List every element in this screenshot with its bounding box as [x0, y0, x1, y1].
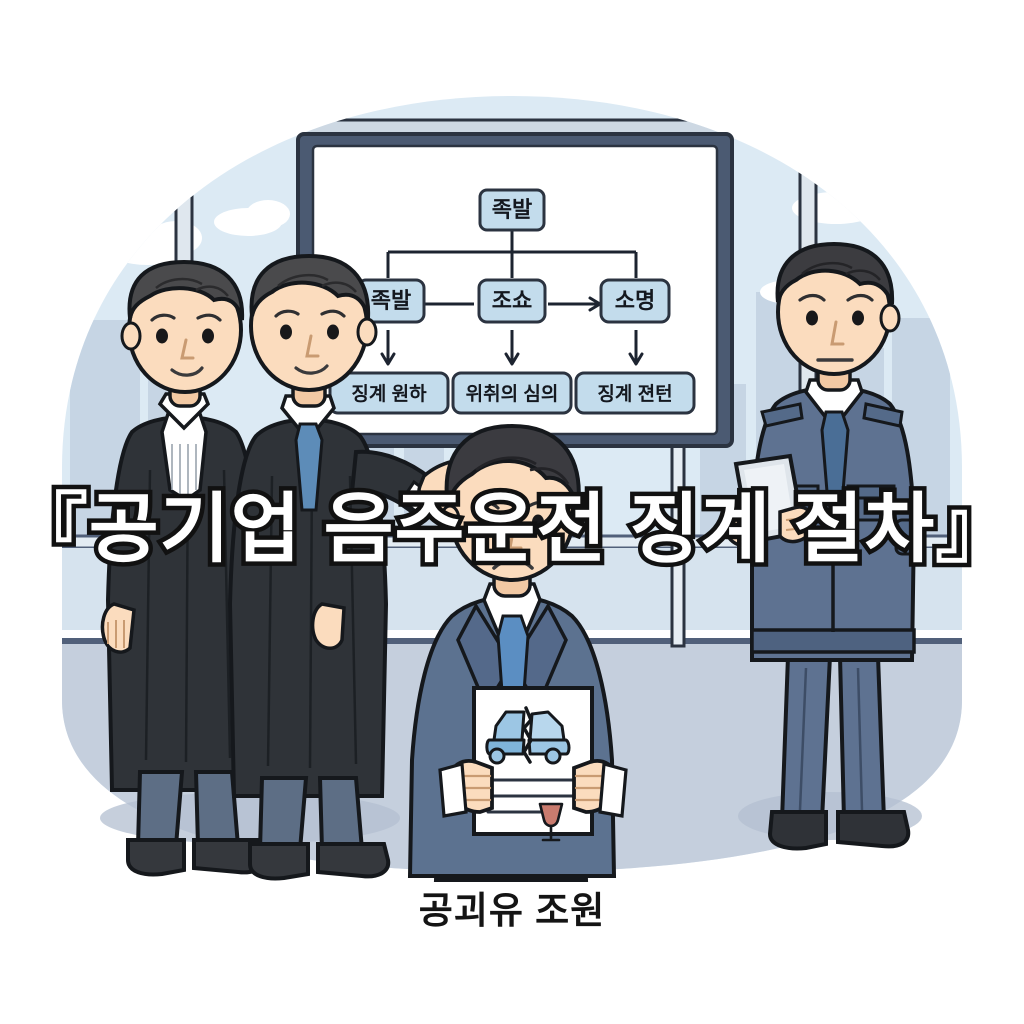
employee-hair-strands — [475, 456, 570, 485]
figure-judge-right — [227, 253, 495, 881]
flowchart-bottom-3-label: 징계 젼턴 — [597, 383, 672, 405]
flowchart-mid-2-label: 조쇼 — [492, 288, 532, 313]
flowchart-bottom-2-label: 위취의 심의 — [466, 383, 559, 405]
officer-pocket-flap-right — [846, 484, 896, 500]
judge-left-trouser-left — [135, 770, 185, 848]
officer-hand-left — [723, 512, 766, 549]
officer-shoe-right — [836, 810, 911, 849]
flowchart-box-bottom-2: 위취의 심의 — [451, 371, 573, 415]
officer-hand-right — [778, 505, 815, 544]
notice-document — [472, 686, 594, 842]
judge-left-hand — [100, 602, 136, 654]
judge-right-robe-folds — [266, 471, 358, 769]
broken-car-icon — [485, 706, 571, 765]
flowchart-top-label: 족발 — [492, 197, 532, 222]
officer-epaulette-left — [760, 402, 804, 428]
flowchart-bottom-1-label: 징계 원하 — [351, 383, 427, 405]
judge-left-trouser-right — [193, 770, 241, 848]
officer-eye-left — [806, 310, 818, 326]
judge-left-shoe-left — [126, 838, 186, 877]
judge-right-trouser-left — [257, 776, 309, 852]
flowchart-box-mid-2: 조쇼 — [477, 278, 547, 324]
officer-brows — [798, 293, 874, 302]
officer-tie — [820, 410, 850, 506]
judge-right-tie — [294, 422, 324, 512]
judge-left-ear — [120, 321, 142, 351]
employee-cuff-left — [438, 761, 468, 818]
officer-finger-lines — [735, 517, 807, 535]
judge-left-jabot — [160, 412, 208, 503]
flowchart: 족발 족발 조쇼 소명 징계 원하 — [328, 188, 696, 415]
figure-officer — [723, 241, 924, 851]
flowchart-box-bottom-3: 징계 젼턴 — [574, 371, 696, 415]
figure-judge-left — [100, 259, 267, 877]
flowchart-mid-1-label: 족발 — [371, 288, 411, 313]
judge-right-hair — [249, 253, 371, 319]
judge-left-eye-left — [156, 328, 168, 344]
officer-trouser-creases — [798, 667, 864, 811]
judge-left-brows — [150, 313, 222, 322]
officer-ear — [879, 303, 901, 333]
wine-glass-icon — [538, 802, 564, 842]
judge-left-hair — [127, 259, 245, 321]
employee-ear-right — [563, 504, 585, 536]
judge-right-trouser-right — [317, 776, 365, 852]
employee-nose — [508, 524, 523, 550]
caption-text: 공괴유 조원 — [418, 890, 606, 931]
crack-line — [522, 706, 533, 764]
officer-arm-patch — [894, 518, 924, 556]
officer-eye-right — [852, 310, 864, 326]
judge-left-hair-strands — [155, 277, 229, 297]
officer-hair — [775, 241, 895, 305]
whiteboard-leg-right — [670, 432, 686, 648]
flowchart-mid-3-label: 소명 — [615, 288, 655, 313]
flowchart-box-top: 족발 — [478, 188, 546, 232]
judge-left-robe-folds — [144, 465, 232, 763]
employee-brows — [472, 500, 554, 510]
judge-right-shoe-right — [316, 842, 391, 879]
judge-right-brows — [274, 309, 346, 318]
judge-left-eye-right — [202, 328, 214, 344]
judge-right-shoe-left — [248, 842, 310, 881]
employee-cuff-right — [598, 761, 628, 818]
judge-left-nose — [180, 338, 195, 360]
judge-right-hair-strands — [277, 273, 357, 293]
judge-left-jabot-pleats — [171, 444, 197, 494]
judge-left-mouth — [170, 366, 204, 377]
judge-right-hand-lower — [310, 602, 346, 650]
flowchart-box-bottom-1: 징계 원하 — [328, 371, 450, 415]
officer-pocket-button-right — [867, 500, 875, 508]
judge-right-eye-right — [327, 324, 339, 340]
officer-epaulette-right — [862, 402, 904, 428]
judge-right-nose — [305, 334, 320, 358]
flowchart-box-mid-3: 소명 — [599, 278, 671, 324]
employee-hair — [444, 423, 581, 509]
officer-belt — [750, 628, 916, 654]
employee-eye-left — [482, 514, 494, 530]
employee-eye-right — [532, 514, 544, 530]
judge-right-mouth — [294, 364, 329, 375]
officer-nose — [830, 320, 845, 346]
judge-left-fingers — [107, 620, 125, 648]
officer-hair-strands — [801, 261, 881, 281]
figure-employee — [407, 423, 628, 882]
employee-ear-left — [439, 504, 461, 536]
document-text-lines — [486, 778, 580, 814]
judge-right-ear — [356, 317, 378, 347]
flowchart-connectors — [380, 229, 644, 366]
officer-shoe-left — [767, 810, 828, 851]
judge-right-eye-left — [280, 324, 292, 340]
employee-frown-mouth — [492, 558, 534, 570]
